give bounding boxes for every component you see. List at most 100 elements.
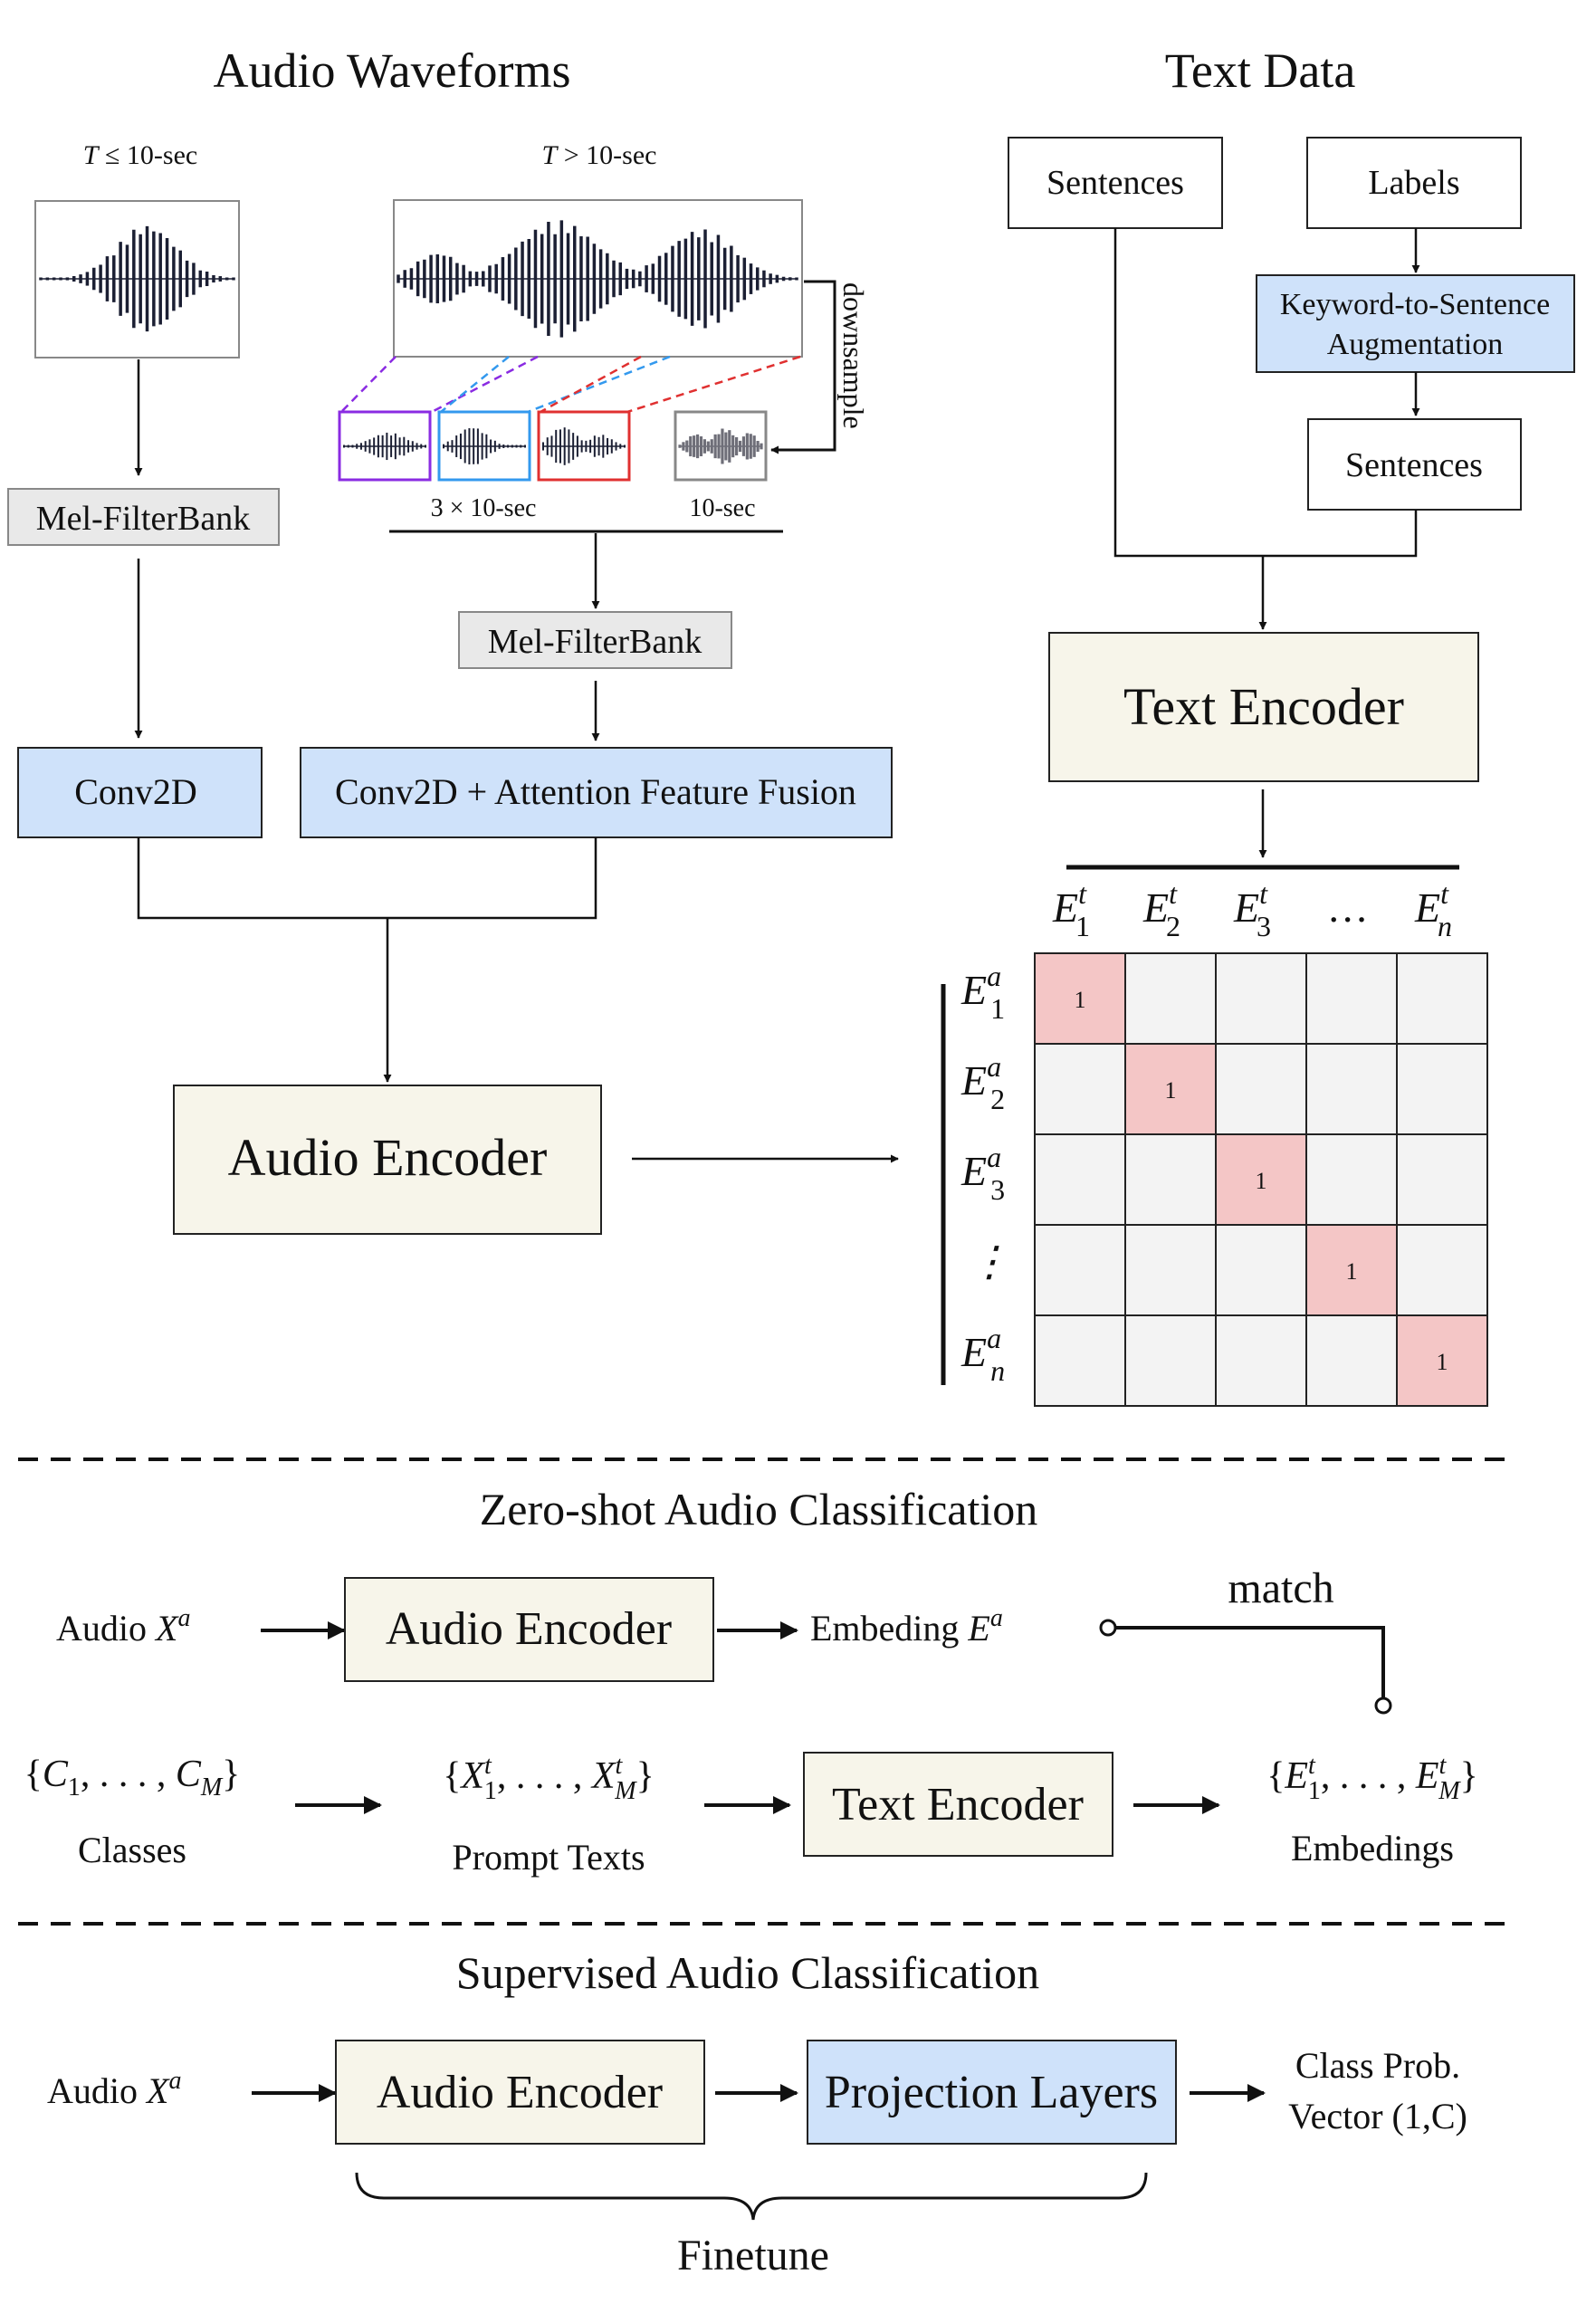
augmentation-line2: Augmentation [1327, 328, 1504, 361]
downsample-arrow [770, 280, 836, 454]
conv-right-label: Conv2D + Attention Feature Fusion [335, 771, 856, 812]
sentences-bottom-label: Sentences [1345, 446, 1483, 484]
short-audio-condition: T ≤ 10-sec [83, 140, 197, 170]
matrix-cell [1034, 1133, 1126, 1226]
match-label: match [1228, 1564, 1333, 1612]
matrix-cell [1124, 1133, 1217, 1226]
matrix-cell [1396, 1043, 1488, 1135]
zero-shot-audio-input: Audio Xa [56, 1604, 190, 1649]
projection-layers-box [807, 2040, 1177, 2145]
filterbank-left-box [7, 488, 280, 546]
short-waveform-icon [39, 225, 235, 332]
matrix-cell [1396, 952, 1488, 1045]
matrix-diagonal-cell [1215, 1133, 1307, 1226]
text-data-title: Text Data [1165, 43, 1356, 98]
segment-3-waveform-icon [542, 427, 626, 465]
text-encoder-main-label: Text Encoder [1123, 677, 1404, 736]
sup-audio-encoder-label: Audio Encoder [377, 2067, 663, 2118]
matrix-diagonal-value: 1 [1165, 1077, 1177, 1104]
conv-left-label: Conv2D [74, 771, 197, 812]
finetune-label: Finetune [677, 2232, 829, 2280]
sentences-top-label: Sentences [1046, 164, 1184, 202]
sentences-top-box [1008, 137, 1223, 229]
audio-encoder-main-label: Audio Encoder [228, 1128, 548, 1187]
supervised-title: Supervised Audio Classification [456, 1947, 1039, 1998]
matrix-row-header: ⋮ [969, 1238, 1010, 1285]
segment-projection-line [527, 355, 671, 414]
merge-lines [137, 837, 597, 920]
matrix-cell [1215, 1043, 1307, 1135]
matrix-cell [1124, 952, 1217, 1045]
matrix-diagonal-cell [1396, 1314, 1488, 1407]
sup-audio-input: Audio Xa [47, 2067, 181, 2111]
segments-label: 3 × 10-sec [431, 494, 537, 522]
matrix-cell [1305, 952, 1398, 1045]
projection-layers-label: Projection Layers [825, 2067, 1158, 2118]
segment-projection-line [540, 355, 642, 414]
audio-encoder-main-box [173, 1085, 602, 1235]
segment-1-waveform-icon [343, 432, 426, 461]
classes-label: Classes [78, 1830, 186, 1870]
conv-left-box [17, 747, 263, 838]
segment-projection-line [626, 355, 801, 414]
matrix-cell [1215, 1224, 1307, 1316]
sup-audio-encoder-box [335, 2040, 705, 2145]
zs-audio-encoder-label: Audio Encoder [386, 1603, 672, 1655]
text-encoder-main-box [1048, 632, 1479, 782]
finetune-brace [355, 2172, 1148, 2221]
conv-right-box [300, 747, 893, 838]
augmentation-line1: Keyword-to-Sentence [1280, 288, 1550, 321]
audio-waveforms-title: Audio Waveforms [213, 43, 570, 98]
zero-shot-title: Zero-shot Audio Classification [480, 1484, 1038, 1534]
global-segment-label: 10-sec [689, 494, 755, 522]
zs-text-encoder-label: Text Encoder [832, 1779, 1084, 1830]
zs-text-encoder-box [803, 1752, 1113, 1857]
matrix-cell [1034, 1314, 1126, 1407]
matrix-cell [1305, 1043, 1398, 1135]
matrix-cell [1305, 1314, 1398, 1407]
matrix-cell [1124, 1314, 1217, 1407]
filterbank-left-label: Mel-FilterBank [36, 500, 250, 538]
matrix-cell [1396, 1133, 1488, 1226]
matrix-diagonal-value: 1 [1075, 987, 1086, 1013]
matrix-cell [1034, 1224, 1126, 1316]
segment-projection-line [440, 356, 510, 413]
matrix-cell [1305, 1133, 1398, 1226]
matrix-cell [1215, 1314, 1307, 1407]
zs-audio-encoder-box [344, 1577, 714, 1682]
segment-projection-lines [340, 355, 801, 414]
output-line2: Vector (1,C) [1288, 2096, 1467, 2136]
match-start-dot [1099, 1619, 1117, 1637]
labels-box [1306, 137, 1522, 229]
long-audio-condition: T > 10-sec [542, 140, 657, 170]
matrix-diagonal-value: 1 [1346, 1258, 1358, 1285]
segment-projection-line [340, 356, 397, 413]
labels-label: Labels [1368, 164, 1459, 202]
global-waveform-icon [678, 428, 763, 464]
downsample-label: downsample [837, 282, 870, 429]
filterbank-right-box [458, 611, 732, 669]
embedings-label: Embedings [1291, 1828, 1454, 1869]
long-waveform-icon [397, 220, 798, 338]
prompt-texts-label: Prompt Texts [452, 1837, 645, 1878]
output-line1: Class Prob. [1295, 2045, 1460, 2086]
matrix-diagonal-cell [1305, 1224, 1398, 1316]
match-end-dot [1374, 1697, 1392, 1715]
matrix-cell [1034, 1043, 1126, 1135]
classes-expression: {C1, . . . , CM} [24, 1754, 241, 1802]
filterbank-right-label: Mel-FilterBank [488, 623, 702, 661]
matrix-diagonal-value: 1 [1437, 1349, 1448, 1375]
